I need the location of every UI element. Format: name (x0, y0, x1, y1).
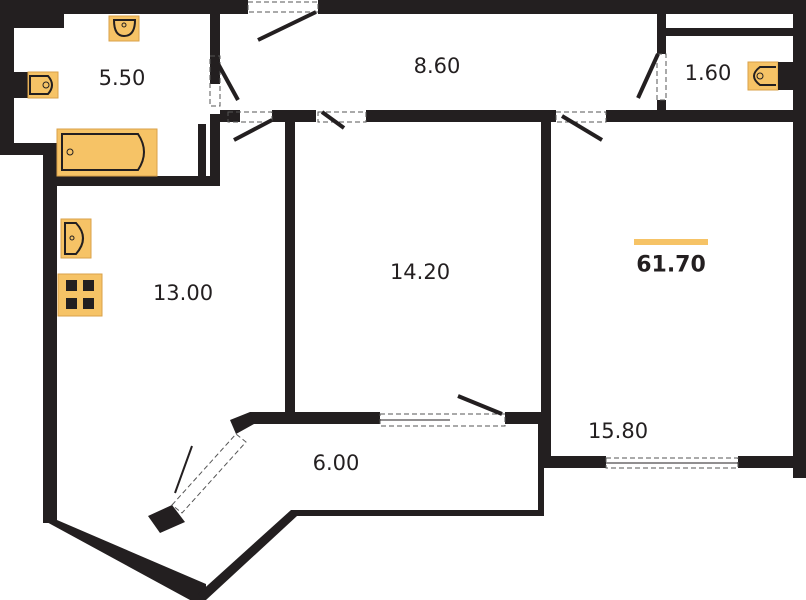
total-area: 61.70 (636, 252, 706, 278)
toilet-icon (14, 71, 59, 99)
bathtub-icon (56, 128, 158, 177)
room-area-hallway: 8.60 (413, 54, 461, 78)
stove-icon (57, 273, 103, 317)
sink-icon (108, 15, 140, 42)
room-area-bathroom: 5.50 (98, 66, 146, 90)
total-area-accent-bar (634, 239, 708, 245)
fixtures (14, 15, 793, 317)
doors (171, 1, 739, 514)
sink-icon (60, 218, 92, 259)
room-area-toilet: 1.60 (684, 61, 732, 85)
room-area-living-room: 15.80 (587, 419, 649, 443)
room-area-loggia: 6.00 (312, 451, 360, 475)
room-area-bedroom: 14.20 (389, 260, 451, 284)
toilet-icon (747, 61, 793, 91)
room-area-kitchen: 13.00 (152, 281, 214, 305)
